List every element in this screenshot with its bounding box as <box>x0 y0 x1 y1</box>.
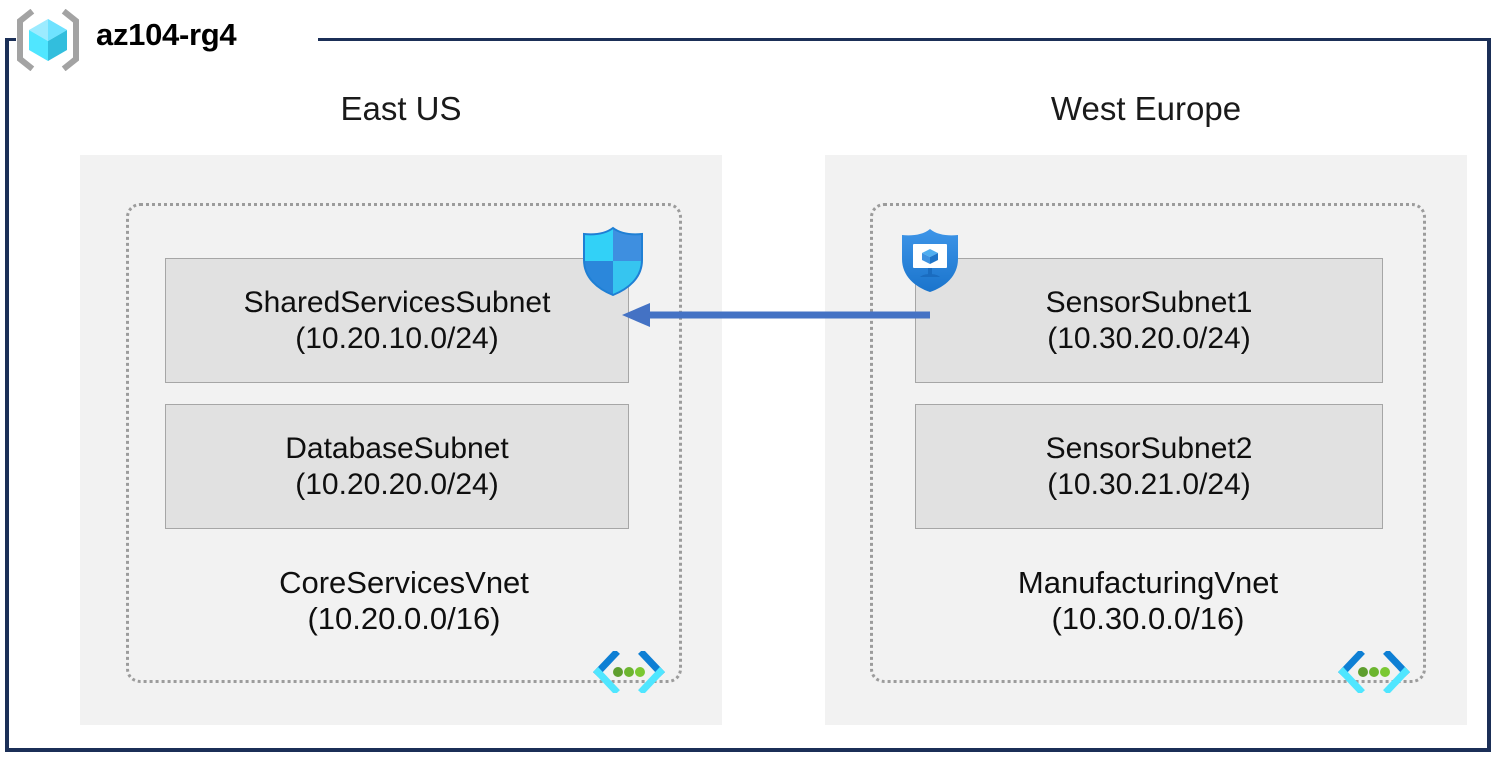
subnet-name: DatabaseSubnet <box>285 432 509 466</box>
peering-arrow-icon <box>620 298 930 332</box>
subnet-sharedservicessubnet[interactable]: SharedServicesSubnet (10.20.10.0/24) <box>165 258 629 383</box>
subnet-cidr: (10.30.21.0/24) <box>1047 467 1251 501</box>
vnet-caption-coreservicesvnet: CoreServicesVnet (10.20.0.0/16) <box>136 565 672 638</box>
vnet-name: CoreServicesVnet <box>279 565 529 600</box>
defender-monitor-shield-icon <box>899 227 961 293</box>
resource-group-frame-top-right <box>318 38 1491 41</box>
resource-group-frame-top-left <box>5 38 16 41</box>
region-label-east-us: East US <box>340 90 462 127</box>
subnet-sensorsubnet1[interactable]: SensorSubnet1 (10.30.20.0/24) <box>915 258 1383 383</box>
resource-group-name: az104-rg4 <box>96 17 237 52</box>
resource-group-cube-icon <box>14 8 82 72</box>
subnet-name: SensorSubnet2 <box>1045 432 1253 466</box>
virtual-network-icon <box>593 649 665 695</box>
subnet-cidr: (10.20.20.0/24) <box>295 467 499 501</box>
subnet-sensorsubnet2[interactable]: SensorSubnet2 (10.30.21.0/24) <box>915 404 1383 529</box>
subnet-name: SensorSubnet1 <box>1045 286 1253 320</box>
virtual-network-icon <box>1338 649 1410 695</box>
subnet-cidr: (10.20.10.0/24) <box>295 321 499 355</box>
subnet-name: SharedServicesSubnet <box>243 286 551 320</box>
vnet-cidr: (10.20.0.0/16) <box>307 601 501 637</box>
vnet-container-manufacturingvnet[interactable] <box>870 203 1426 683</box>
vnet-container-coreservicesvnet[interactable] <box>126 203 682 683</box>
resource-group-frame-left <box>5 38 9 752</box>
network-security-group-shield-icon <box>580 226 646 297</box>
resource-group-frame-right <box>1487 38 1491 752</box>
subnet-cidr: (10.30.20.0/24) <box>1047 321 1251 355</box>
vnet-caption-manufacturingvnet: ManufacturingVnet (10.30.0.0/16) <box>880 565 1416 638</box>
resource-group-frame-bottom <box>5 748 1491 752</box>
vnet-cidr: (10.30.0.0/16) <box>1051 601 1245 637</box>
vnet-name: ManufacturingVnet <box>1017 565 1279 600</box>
subnet-databasesubnet[interactable]: DatabaseSubnet (10.20.20.0/24) <box>165 404 629 529</box>
region-label-west-europe: West Europe <box>1050 90 1242 127</box>
